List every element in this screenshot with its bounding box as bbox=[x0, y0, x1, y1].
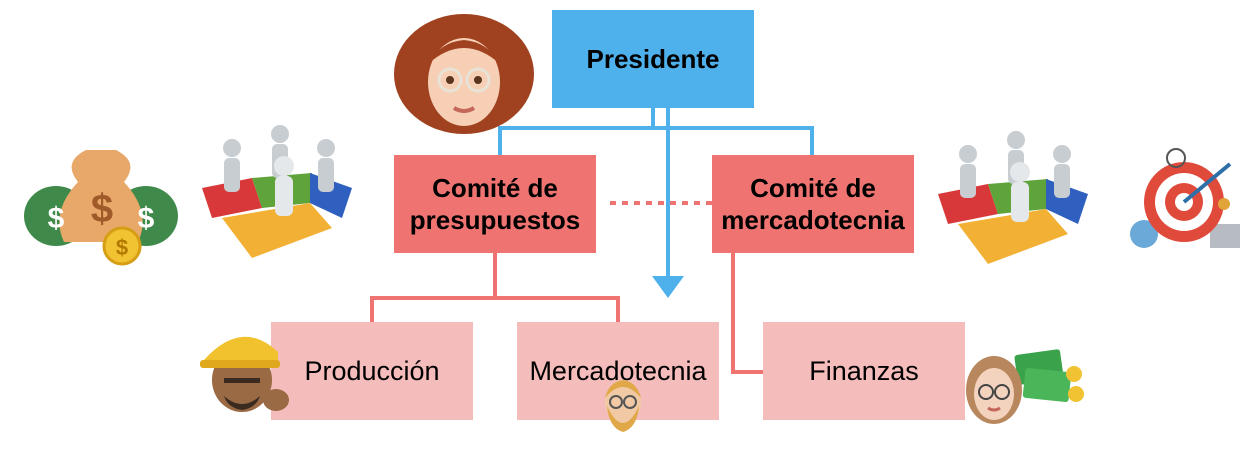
bearded-man-icon bbox=[605, 380, 641, 432]
svg-text:$: $ bbox=[48, 202, 65, 235]
svg-text:$: $ bbox=[91, 187, 113, 231]
president-box: Presidente bbox=[552, 10, 754, 108]
marketing-committee-label: Comité de mercadotecnia bbox=[721, 173, 905, 235]
puzzle-team-icon bbox=[202, 125, 352, 258]
budget-committee-box: Comité de presupuestos bbox=[394, 155, 596, 253]
puzzle-team-icon-right bbox=[938, 131, 1088, 264]
committee-connectors bbox=[370, 253, 763, 374]
president-label: Presidente bbox=[586, 43, 720, 74]
production-box: Producción bbox=[271, 322, 473, 420]
woman-avatar-icon bbox=[394, 14, 534, 134]
marketing-dept-label: Mercadotecnia bbox=[529, 355, 707, 386]
target-icon bbox=[1130, 148, 1240, 248]
president-connectors bbox=[498, 108, 814, 278]
down-arrow-head bbox=[652, 276, 684, 298]
budget-committee-label: Comité de presupuestos bbox=[409, 173, 581, 235]
production-label: Producción bbox=[304, 355, 440, 386]
finance-box: Finanzas bbox=[763, 322, 965, 420]
finance-label: Finanzas bbox=[809, 355, 919, 386]
svg-text:$: $ bbox=[116, 235, 128, 260]
marketing-committee-box: Comité de mercadotecnia bbox=[712, 155, 914, 253]
money-bags-icon: $ $ $ $ bbox=[24, 150, 178, 266]
construction-worker-icon bbox=[200, 336, 289, 412]
woman-finance-icon bbox=[966, 349, 1084, 424]
svg-text:$: $ bbox=[138, 202, 155, 235]
